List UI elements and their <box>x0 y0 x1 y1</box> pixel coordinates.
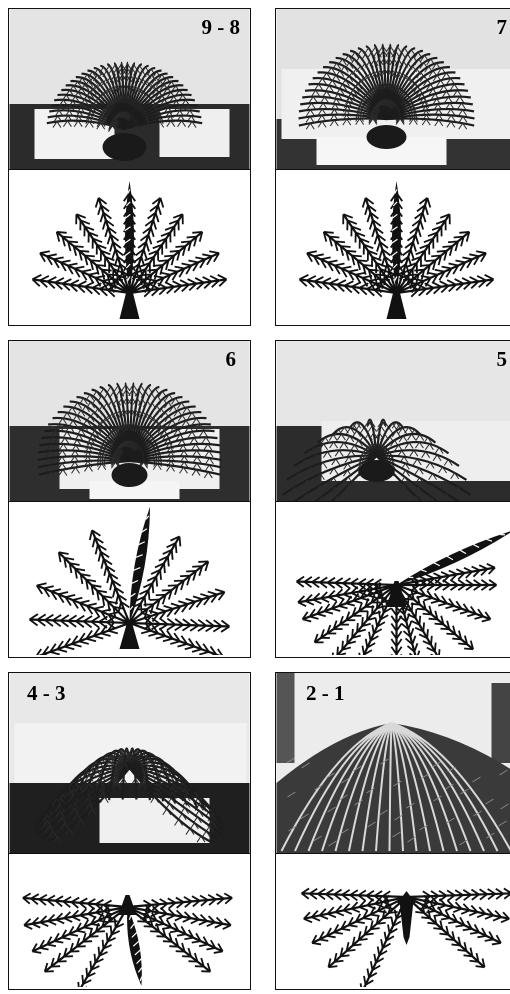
frond <box>130 275 227 297</box>
frond-diagram <box>276 171 510 323</box>
score-label: 9 - 8 <box>202 15 241 40</box>
photo-svg <box>276 9 510 169</box>
photo-svg <box>276 341 510 501</box>
diagram-svg <box>276 855 510 987</box>
score-label: 2 - 1 <box>306 681 345 706</box>
palm-photo <box>276 9 510 170</box>
frond <box>128 893 233 910</box>
palm-photo <box>276 341 510 502</box>
panel-score-6: 6 <box>8 340 251 658</box>
frond <box>59 552 130 623</box>
diagram-svg <box>9 855 250 987</box>
diagram-svg <box>276 171 510 323</box>
palm-photo <box>9 341 250 502</box>
panel-score-5: 5 <box>275 340 510 658</box>
trunk <box>119 895 137 915</box>
frond-diagram <box>276 855 510 987</box>
frond-diagram <box>9 503 250 655</box>
photo-svg <box>9 341 250 501</box>
panel-score-7: 7 <box>275 8 510 326</box>
score-label: 4 - 3 <box>27 681 66 706</box>
damaged-frond <box>127 907 142 986</box>
frond <box>130 623 224 655</box>
frond-diagram <box>9 171 250 323</box>
diagram-svg <box>276 503 510 655</box>
frond <box>130 589 225 624</box>
panel-score-4-3: 4 - 3 <box>8 672 251 990</box>
frond <box>36 623 130 655</box>
frond <box>397 275 494 297</box>
frond <box>130 618 230 632</box>
panel-score-2-1: 2 - 1 <box>275 672 510 990</box>
panel-score-9-8: 9 - 8 <box>8 8 251 326</box>
frond <box>24 905 127 929</box>
frond-diagram <box>9 855 250 987</box>
frond <box>128 905 231 929</box>
diagram-svg <box>9 171 250 323</box>
score-label: 7 <box>497 15 508 40</box>
frond-diagram <box>276 503 510 655</box>
diagram-svg <box>9 503 250 655</box>
score-label: 5 <box>497 347 508 372</box>
score-label: 6 <box>226 347 237 372</box>
frond <box>23 893 128 910</box>
